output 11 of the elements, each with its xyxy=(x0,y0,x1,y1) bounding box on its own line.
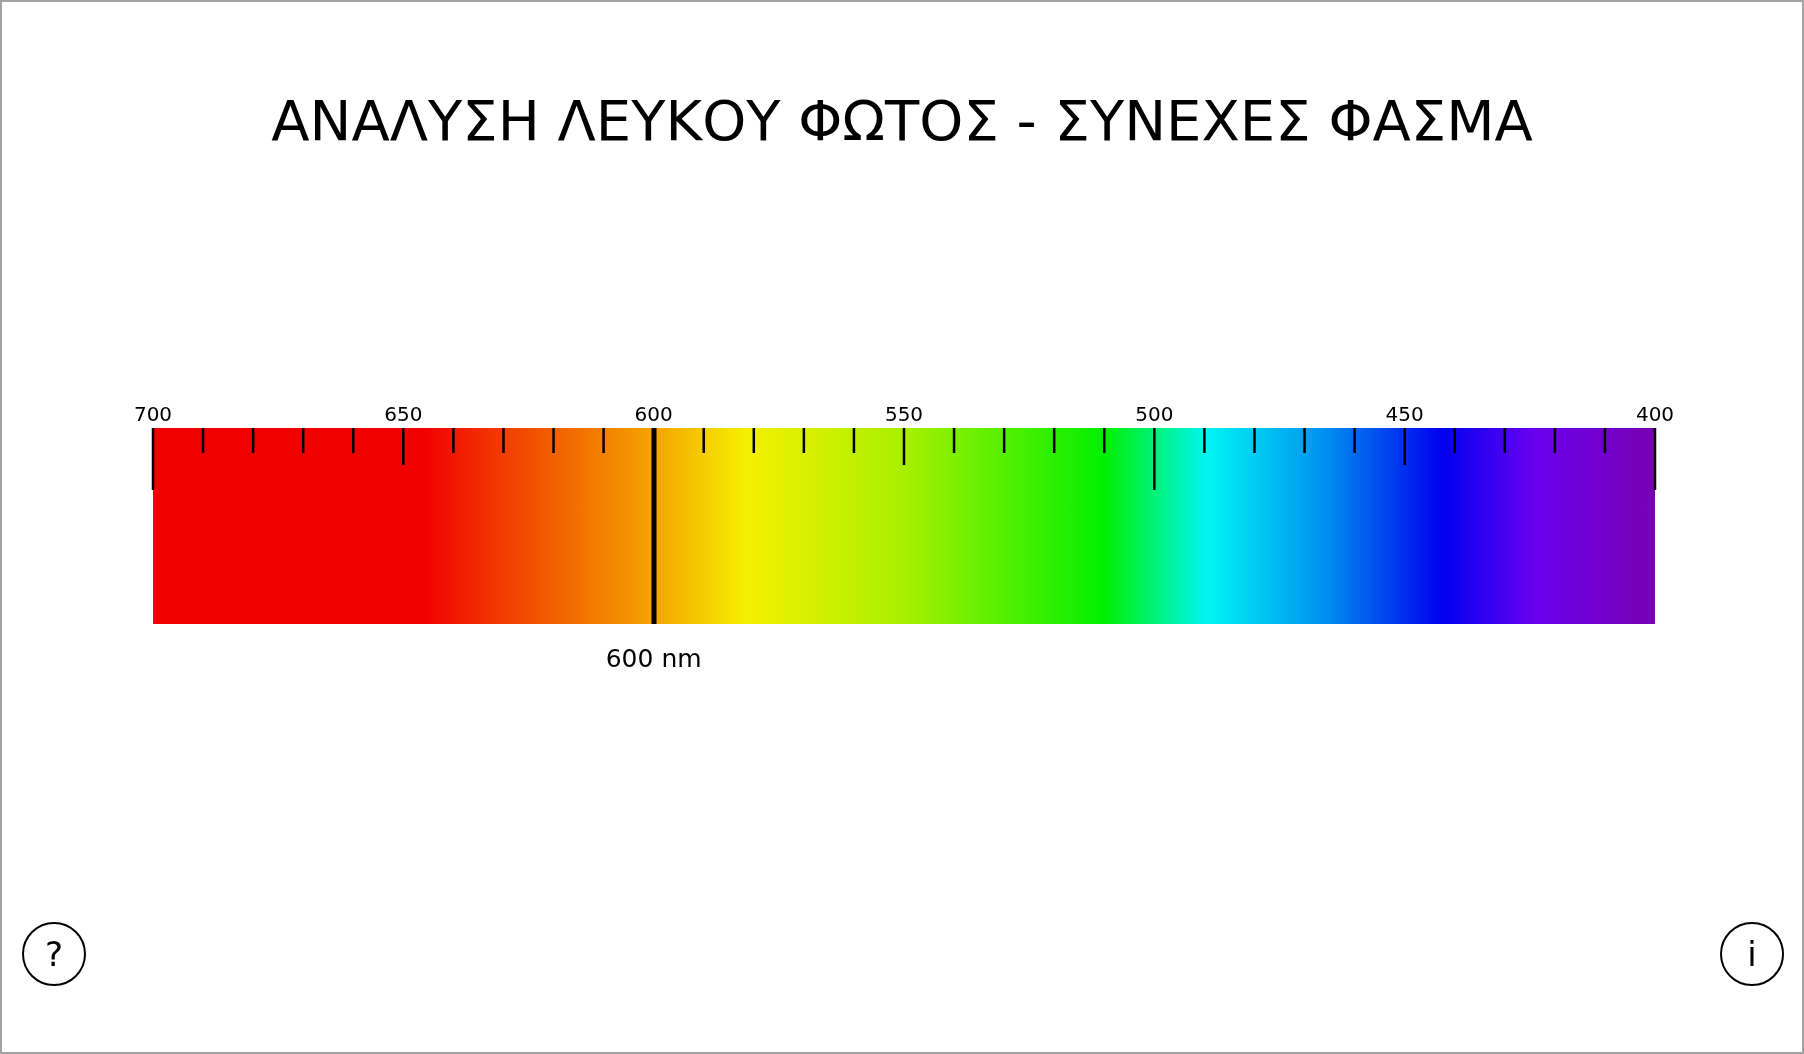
info-button: i xyxy=(1720,922,1784,986)
tick-label: 400 xyxy=(1635,403,1675,425)
tick-label: 450 xyxy=(1385,403,1424,425)
tick-label: 700 xyxy=(133,403,173,425)
tick-label: 650 xyxy=(384,403,423,425)
wavelength-label: 600 nm xyxy=(605,644,702,674)
tick-label: 550 xyxy=(884,403,924,425)
title: ΑΝΑΛΥΣΗ ΛΕΥΚΟΥ ΦΩΤΟΣ - ΣΥΝΕΧΕΣ ΦΑΣΜΑ xyxy=(271,87,1533,155)
tick-label: 600 xyxy=(634,403,673,425)
tick-label: 500 xyxy=(1135,403,1174,425)
help-button: ? xyxy=(22,922,86,986)
